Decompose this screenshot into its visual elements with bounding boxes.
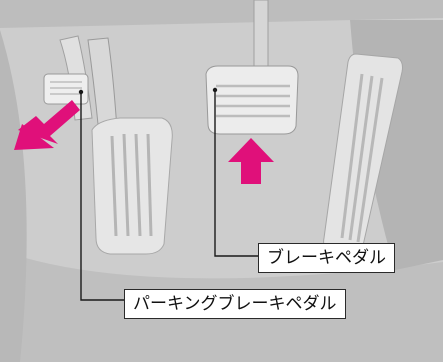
brake-pedal-arm [253, 0, 269, 73]
brake-pedal-label: ブレーキペダル [258, 243, 395, 273]
left-wall [0, 30, 27, 362]
brake-press-arrow [228, 138, 274, 184]
parking-brake-pedal-label: パーキングブレーキペダル [124, 289, 346, 319]
footrest [91, 117, 173, 255]
brake-leader-line [214, 90, 258, 257]
parking-brake-press-arrow [14, 100, 80, 150]
brake-pedal [205, 65, 299, 135]
parking-brake-pedal [43, 73, 89, 105]
dash-edge [0, 0, 443, 28]
parking-brake-leader-dot [78, 89, 84, 95]
parking-brake-leader-line [80, 92, 124, 301]
accelerator-pedal [323, 53, 403, 257]
brake-leader-dot [212, 87, 218, 93]
